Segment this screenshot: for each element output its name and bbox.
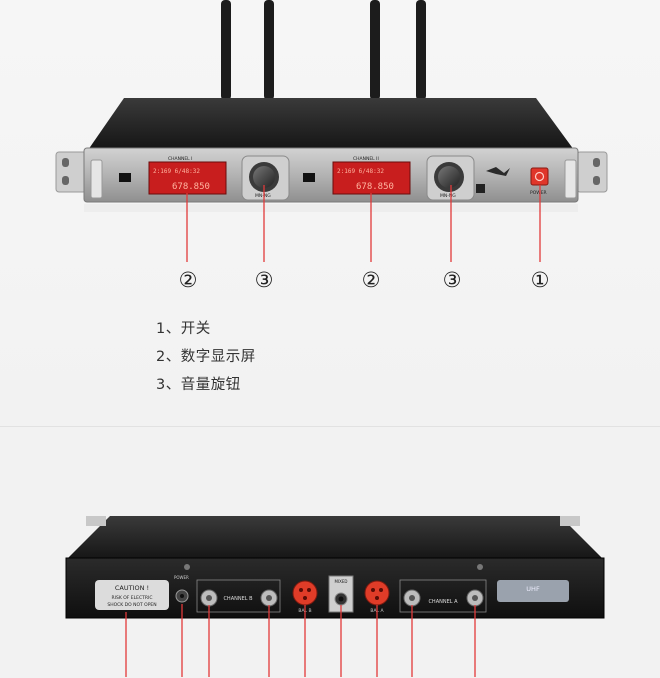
bnc-antenna-b1[interactable] xyxy=(200,589,218,607)
reflection xyxy=(84,204,578,212)
svg-text:678.850: 678.850 xyxy=(172,182,210,192)
callout-number: ③ xyxy=(443,268,462,292)
antennas xyxy=(221,0,426,100)
svg-text:CHANNEL I: CHANNEL I xyxy=(168,156,192,162)
svg-text:UHF: UHF xyxy=(526,585,540,593)
svg-text:RISK OF ELECTRIC: RISK OF ELECTRIC xyxy=(112,595,153,601)
callout-lines-front xyxy=(186,185,541,262)
caution-label: CAUTION ! RISK OF ELECTRIC SHOCK DO NOT … xyxy=(95,580,169,610)
left-handle xyxy=(90,159,103,199)
front-panel-section xyxy=(0,0,660,426)
right-handle xyxy=(564,159,577,199)
channel-a-antenna-block: CHANNEL A xyxy=(399,579,487,613)
brand-logo xyxy=(476,167,510,193)
power-switch[interactable]: POWER xyxy=(530,167,549,196)
svg-text:2:169 6/48:32: 2:169 6/48:32 xyxy=(153,168,200,175)
rear-ear-right xyxy=(560,516,580,526)
chassis-top xyxy=(88,98,574,150)
svg-text:CHANNEL B: CHANNEL B xyxy=(223,596,253,602)
feature-legend: 1、开关 2、数字显示屏 3、音量旋钮 xyxy=(156,318,256,402)
volume-knob-2[interactable]: MN-NG xyxy=(426,155,475,201)
legend-item-display: 2、数字显示屏 xyxy=(156,349,256,365)
svg-text:CHANNEL II: CHANNEL II xyxy=(353,156,379,162)
svg-text:POWER: POWER xyxy=(174,575,189,580)
ir-window-right xyxy=(303,173,315,182)
svg-text:2:169 6/48:32: 2:169 6/48:32 xyxy=(337,168,384,175)
callout-number: ② xyxy=(179,268,198,292)
channel-b-antenna-block: CHANNEL B xyxy=(196,579,281,613)
callout-number: ③ xyxy=(255,268,274,292)
ir-window-left xyxy=(119,173,131,182)
svg-text:MIXED: MIXED xyxy=(335,579,348,584)
svg-text:678.850: 678.850 xyxy=(356,182,394,192)
rear-chassis-top xyxy=(66,516,604,560)
svg-text:CHANNEL A: CHANNEL A xyxy=(428,599,458,605)
uhf-label: UHF xyxy=(497,580,569,602)
bnc-antenna-b2[interactable] xyxy=(260,589,278,607)
svg-text:MN-NG: MN-NG xyxy=(255,193,271,199)
bnc-antenna-a2[interactable] xyxy=(466,589,484,607)
callout-lines-rear xyxy=(125,604,476,677)
svg-text:POWER: POWER xyxy=(530,190,547,196)
svg-text:CAUTION !: CAUTION ! xyxy=(115,584,149,592)
lcd-display-1: CHANNEL I 2:169 6/48:32 678.850 xyxy=(148,156,227,195)
callout-number: ② xyxy=(362,268,381,292)
rack-ears xyxy=(55,151,608,193)
bnc-antenna-a1[interactable] xyxy=(403,589,421,607)
lcd-display-2: CHANNEL II 2:169 6/48:32 678.850 xyxy=(332,156,411,195)
volume-knob-1[interactable]: MN-NG xyxy=(241,155,290,201)
svg-text:SHOCK DO NOT OPEN: SHOCK DO NOT OPEN xyxy=(107,602,156,608)
svg-text:MN-NG: MN-NG xyxy=(440,193,456,199)
legend-item-volume-knob: 3、音量旋钮 xyxy=(156,377,241,393)
rear-ear-left xyxy=(86,516,106,526)
legend-item-power-switch: 1、开关 xyxy=(156,321,211,337)
dc-power-jack[interactable]: POWER xyxy=(174,575,189,603)
callout-number: ① xyxy=(531,268,550,292)
